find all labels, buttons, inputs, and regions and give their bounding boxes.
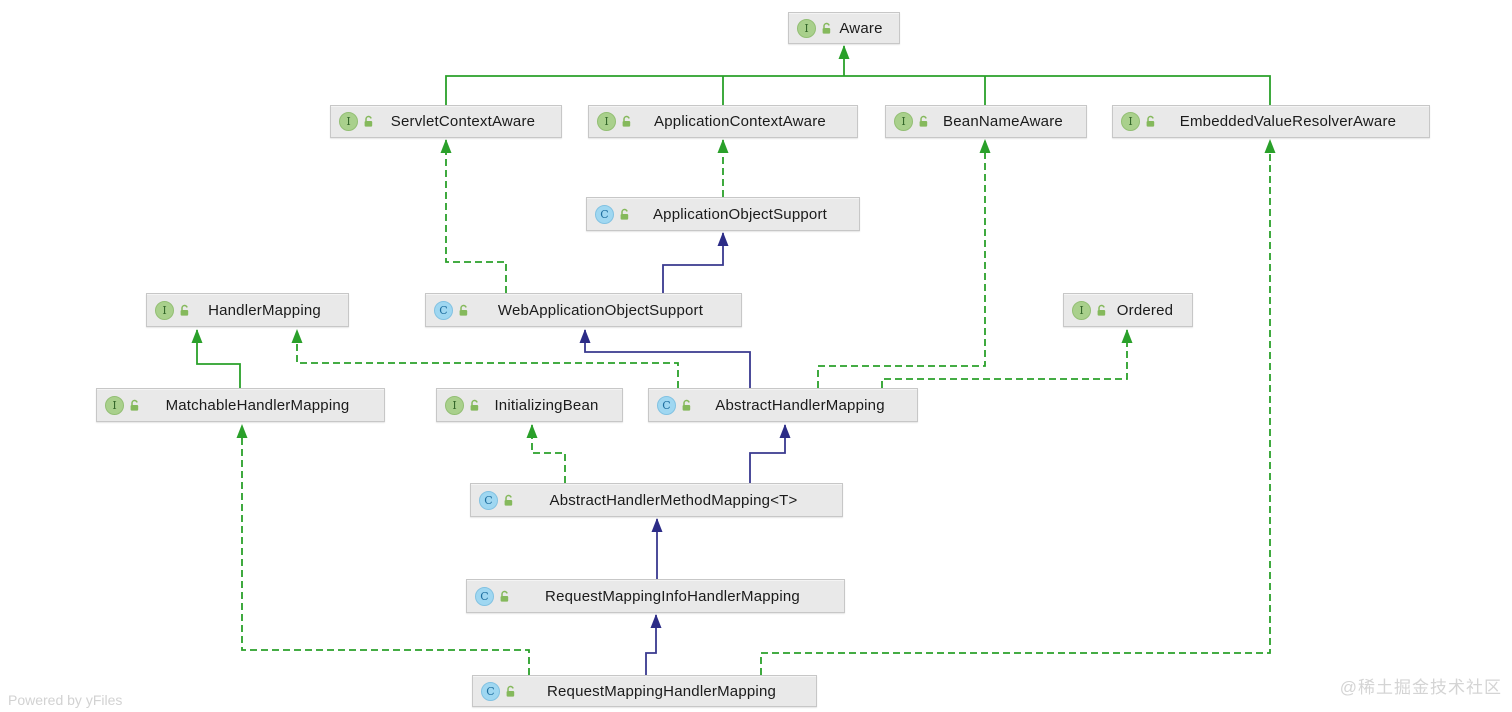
node-matchable-handler-mapping[interactable]: I MatchableHandlerMapping [96, 388, 385, 422]
class-icon: C [481, 681, 500, 701]
node-abstract-handler-method-mapping[interactable]: C AbstractHandlerMethodMapping<T> [470, 483, 843, 517]
node-request-mapping-handler-mapping[interactable]: C RequestMappingHandlerMapping [472, 675, 817, 707]
public-lock-icon [919, 115, 928, 127]
public-lock-icon [682, 399, 691, 411]
node-label: BeanNameAware [943, 113, 1063, 130]
interface-icon: I [1121, 112, 1140, 131]
interface-icon: I [894, 112, 913, 131]
node-label: HandlerMapping [208, 301, 321, 319]
node-embedded-value-resolver-aware[interactable]: I EmbeddedValueResolverAware [1112, 105, 1430, 138]
powered-by-yfiles-label: Powered by yFiles [8, 692, 123, 708]
node-label: RequestMappingInfoHandlerMapping [545, 587, 800, 605]
node-label: MatchableHandlerMapping [165, 396, 350, 414]
node-abstract-handler-mapping[interactable]: C AbstractHandlerMapping [648, 388, 918, 422]
interface-icon: I [445, 395, 464, 415]
class-icon: C [475, 586, 494, 606]
node-label: AbstractHandlerMapping [715, 396, 885, 414]
public-lock-icon [506, 685, 515, 697]
edge-rmhm-implements-matchable-handler-mapping [236, 424, 530, 675]
public-lock-icon [459, 304, 468, 316]
node-label: RequestMappingHandlerMapping [546, 682, 777, 700]
public-lock-icon [504, 494, 513, 506]
interface-icon: I [597, 112, 616, 131]
node-initializing-bean[interactable]: I InitializingBean [436, 388, 623, 422]
node-application-object-support[interactable]: C ApplicationObjectSupport [586, 197, 860, 231]
class-icon: C [434, 300, 453, 320]
edge-mhm-extends-handler-mapping [191, 329, 241, 388]
juejin-watermark: @稀土掘金技术社区 [1339, 678, 1502, 697]
edge-waos-implements-servlet-context-aware [440, 139, 507, 293]
class-icon: C [657, 395, 676, 415]
node-web-application-object-support[interactable]: C WebApplicationObjectSupport [425, 293, 742, 327]
node-handler-mapping[interactable]: I HandlerMapping [146, 293, 349, 327]
node-label: Ordered [1116, 301, 1174, 319]
node-label: ServletContextAware [390, 113, 536, 130]
public-lock-icon [500, 590, 509, 602]
interface-icon: I [339, 112, 358, 131]
interface-icon: I [797, 18, 816, 38]
edge-ahm-implements-bean-name-aware [817, 139, 991, 388]
edge-ahmm-implements-initializing-bean [526, 424, 566, 483]
node-request-mapping-info-handler-mapping[interactable]: C RequestMappingInfoHandlerMapping [466, 579, 845, 613]
class-icon: C [595, 204, 614, 224]
node-label: EmbeddedValueResolverAware [1179, 113, 1397, 130]
node-ordered[interactable]: I Ordered [1063, 293, 1193, 327]
public-lock-icon [130, 399, 139, 411]
node-application-context-aware[interactable]: I ApplicationContextAware [588, 105, 858, 138]
public-lock-icon [180, 304, 189, 316]
edge-ahm-implements-handler-mapping [291, 329, 679, 388]
interface-icon: I [155, 300, 174, 320]
public-lock-icon [1097, 304, 1106, 316]
node-servlet-context-aware[interactable]: I ServletContextAware [330, 105, 562, 138]
public-lock-icon [1146, 115, 1155, 127]
edge-waos-extends-aos [662, 232, 729, 293]
node-label: WebApplicationObjectSupport [497, 301, 704, 319]
node-aware[interactable]: I Aware [788, 12, 900, 44]
node-label: ApplicationContextAware [654, 113, 826, 130]
public-lock-icon [620, 208, 629, 220]
edge-rmhm-extends-rmihm [645, 614, 662, 675]
edge-rmhm-implements-embedded-value-resolver-aware [760, 139, 1276, 675]
edge-ahmm-extends-ahm [749, 424, 791, 483]
node-bean-name-aware[interactable]: I BeanNameAware [885, 105, 1087, 138]
public-lock-icon [364, 115, 373, 127]
class-icon: C [479, 490, 498, 510]
node-label: Aware [839, 19, 883, 37]
node-label: ApplicationObjectSupport [652, 205, 828, 223]
interface-icon: I [1072, 300, 1091, 320]
public-lock-icon [622, 115, 631, 127]
node-label: AbstractHandlerMethodMapping<T> [549, 491, 798, 509]
edge-aware-branch-frame [445, 75, 1271, 105]
edge-ahm-implements-ordered [881, 329, 1133, 388]
node-label: InitializingBean [494, 396, 599, 414]
interface-icon: I [105, 395, 124, 415]
public-lock-icon [470, 399, 479, 411]
edge-ahm-extends-waos [579, 329, 751, 388]
public-lock-icon [822, 22, 831, 34]
